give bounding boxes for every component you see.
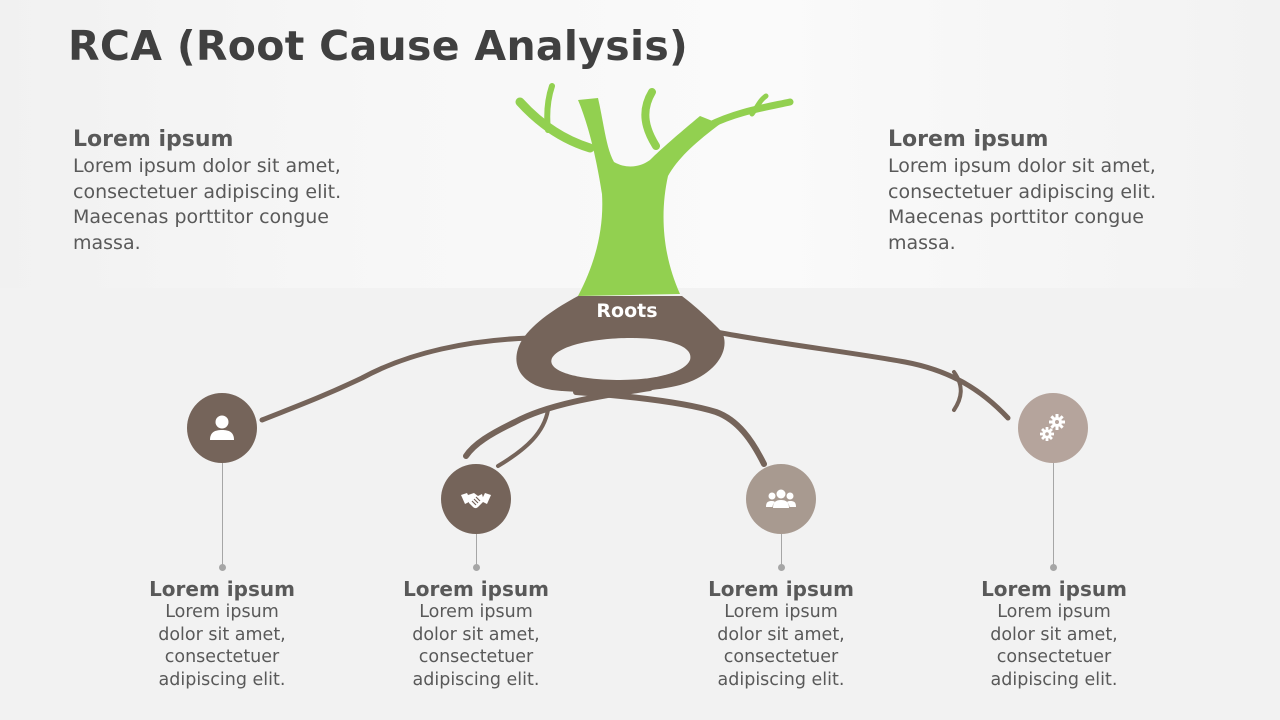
tree-roots — [259, 296, 1011, 468]
roots-label: Roots — [596, 300, 658, 322]
cause-line: consectetuer — [164, 647, 280, 667]
handshake-icon — [461, 493, 491, 509]
cause-text-block: Lorem ipsum Lorem ipsum dolor sit amet, … — [949, 577, 1159, 691]
cause-line: dolor sit amet, — [412, 624, 540, 645]
cause-circle — [1018, 393, 1088, 463]
connector-line — [1053, 463, 1054, 567]
cause-text-block: Lorem ipsum Lorem ipsum dolor sit amet, … — [676, 577, 886, 691]
top-left-heading: Lorem ipsum — [73, 127, 234, 152]
trunk-branch-mid — [641, 88, 660, 150]
connector-line — [222, 463, 223, 567]
connector-line — [476, 534, 477, 567]
connector-dot — [778, 564, 785, 571]
cause-text-block: Lorem ipsum Lorem ipsum dolor sit amet, … — [371, 577, 581, 691]
root-hole — [551, 338, 691, 380]
connector-dot — [1050, 564, 1057, 571]
cause-line: Lorem ipsum — [165, 602, 279, 622]
trunk-branch-right-tip — [749, 93, 769, 117]
root-far-right — [713, 329, 1011, 421]
root-left-twig — [496, 408, 550, 468]
cause-line: consectetuer — [418, 647, 534, 667]
top-left-line: massa. — [73, 231, 141, 254]
top-right-text-block: Lorem ipsum Lorem ipsum dolor sit amet, … — [888, 126, 1228, 256]
top-left-line: Maecenas porttitor congue — [73, 206, 329, 228]
cause-line: Lorem ipsum — [724, 602, 838, 622]
user-icon — [210, 415, 234, 440]
trunk-branch-left — [515, 97, 595, 153]
top-left-line: consectetuer adipiscing elit. — [73, 180, 342, 203]
top-right-heading: Lorem ipsum — [888, 127, 1049, 152]
cause-line: Lorem ipsum — [419, 602, 533, 622]
group-icon — [766, 489, 796, 508]
cause-heading: Lorem ipsum — [149, 577, 295, 601]
cause-circle — [187, 393, 257, 463]
top-right-line: Maecenas porttitor congue — [888, 206, 1144, 228]
cause-line: dolor sit amet, — [158, 624, 286, 645]
connector-line — [781, 534, 782, 567]
cause-line: adipiscing elit. — [990, 669, 1118, 690]
trunk-branch-right — [704, 98, 794, 130]
cause-line: dolor sit amet, — [990, 624, 1118, 645]
trunk-body — [578, 98, 720, 296]
trunk-branch-left-tip — [544, 83, 555, 133]
root-far-left — [259, 335, 533, 423]
cause-line: adipiscing elit. — [412, 669, 540, 690]
top-right-line: Lorem ipsum dolor sit amet, — [888, 155, 1156, 177]
top-left-text-block: Lorem ipsum Lorem ipsum dolor sit amet, … — [73, 126, 413, 256]
tree-trunk — [515, 83, 794, 296]
root-right — [573, 389, 767, 467]
cause-circle — [746, 464, 816, 534]
cause-line: dolor sit amet, — [717, 624, 845, 645]
cause-line: adipiscing elit. — [158, 669, 286, 690]
top-right-line: massa. — [888, 231, 956, 254]
root-far-right-twig — [952, 370, 963, 412]
cause-circle — [441, 464, 511, 534]
gears-icon — [1040, 414, 1065, 441]
connector-dot — [473, 564, 480, 571]
cause-heading: Lorem ipsum — [981, 577, 1127, 601]
cause-line: adipiscing elit. — [717, 669, 845, 690]
cause-heading: Lorem ipsum — [403, 577, 549, 601]
page-title: RCA (Root Cause Analysis) — [68, 22, 689, 70]
cause-line: Lorem ipsum — [997, 602, 1111, 622]
cause-text-block: Lorem ipsum Lorem ipsum dolor sit amet, … — [117, 577, 327, 691]
cause-heading: Lorem ipsum — [708, 577, 854, 601]
top-left-line: Lorem ipsum dolor sit amet, — [73, 155, 341, 177]
connector-dot — [219, 564, 226, 571]
cause-line: consectetuer — [723, 647, 839, 667]
cause-line: consectetuer — [996, 647, 1112, 667]
top-right-line: consectetuer adipiscing elit. — [888, 180, 1157, 203]
